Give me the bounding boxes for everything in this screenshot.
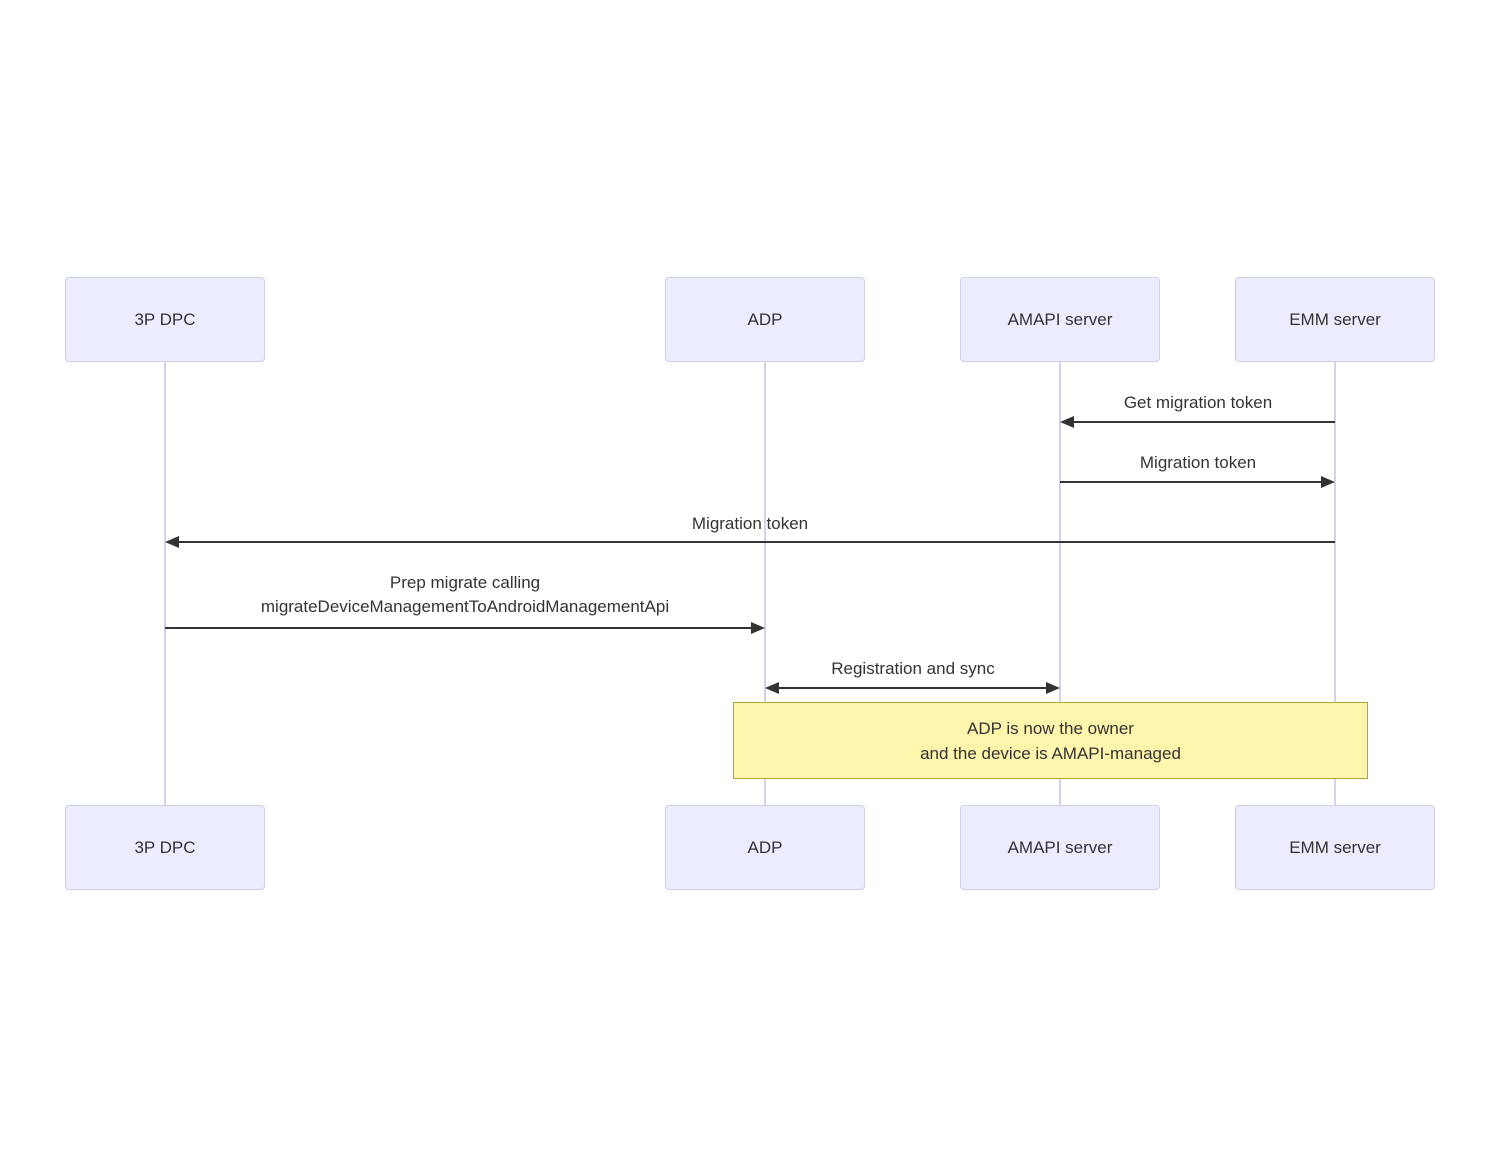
actor-amapi-server-bottom: AMAPI server bbox=[960, 805, 1160, 890]
arrowhead-left-icon bbox=[165, 536, 179, 548]
note-adp-owner: ADP is now the owner and the device is A… bbox=[733, 702, 1368, 779]
actor-label: 3P DPC bbox=[134, 837, 196, 857]
note-line2: and the device is AMAPI-managed bbox=[920, 743, 1181, 763]
message-line-registration-and-sync bbox=[778, 687, 1048, 689]
arrowhead-right-icon bbox=[1046, 682, 1060, 694]
actor-adp-top: ADP bbox=[665, 277, 865, 362]
message-line-get-migration-token bbox=[1073, 421, 1335, 423]
lifeline-amapi-server bbox=[1059, 362, 1061, 805]
actor-3p-dpc-top: 3P DPC bbox=[65, 277, 265, 362]
actor-label: ADP bbox=[747, 309, 783, 329]
arrowhead-left-icon bbox=[1060, 416, 1074, 428]
message-line-migration-token-to-emm bbox=[1060, 481, 1322, 483]
actor-3p-dpc-bottom: 3P DPC bbox=[65, 805, 265, 890]
actor-emm-server-bottom: EMM server bbox=[1235, 805, 1435, 890]
note-line1: ADP is now the owner bbox=[967, 718, 1134, 738]
arrowhead-right-icon bbox=[1321, 476, 1335, 488]
actor-emm-server-top: EMM server bbox=[1235, 277, 1435, 362]
message-line-migration-token-to-dpc bbox=[178, 541, 1335, 543]
actor-label: EMM server bbox=[1289, 309, 1381, 329]
actor-label: EMM server bbox=[1289, 837, 1381, 857]
message-label-migration-token-to-emm: Migration token bbox=[1139, 453, 1257, 472]
actor-label: 3P DPC bbox=[134, 309, 196, 329]
arrowhead-left-icon bbox=[765, 682, 779, 694]
actor-label: AMAPI server bbox=[1007, 309, 1113, 329]
lifeline-adp bbox=[764, 362, 766, 805]
lifeline-3p-dpc bbox=[164, 362, 166, 805]
message-label-line1: Prep migrate calling bbox=[389, 573, 541, 592]
message-label-registration-and-sync: Registration and sync bbox=[831, 659, 995, 678]
message-label-prep-migrate: Prep migrate calling migrateDeviceManage… bbox=[165, 571, 765, 619]
message-label-get-migration-token: Get migration token bbox=[1123, 393, 1273, 412]
actor-label: AMAPI server bbox=[1007, 837, 1113, 857]
actor-label: ADP bbox=[747, 837, 783, 857]
message-line-prep-migrate bbox=[165, 627, 751, 629]
lifeline-emm-server bbox=[1334, 362, 1336, 805]
actor-adp-bottom: ADP bbox=[665, 805, 865, 890]
actor-amapi-server-top: AMAPI server bbox=[960, 277, 1160, 362]
message-label-line2: migrateDeviceManagementToAndroidManageme… bbox=[260, 597, 670, 616]
arrowhead-right-icon bbox=[751, 622, 765, 634]
message-label-migration-token-to-dpc: Migration token bbox=[691, 514, 809, 533]
